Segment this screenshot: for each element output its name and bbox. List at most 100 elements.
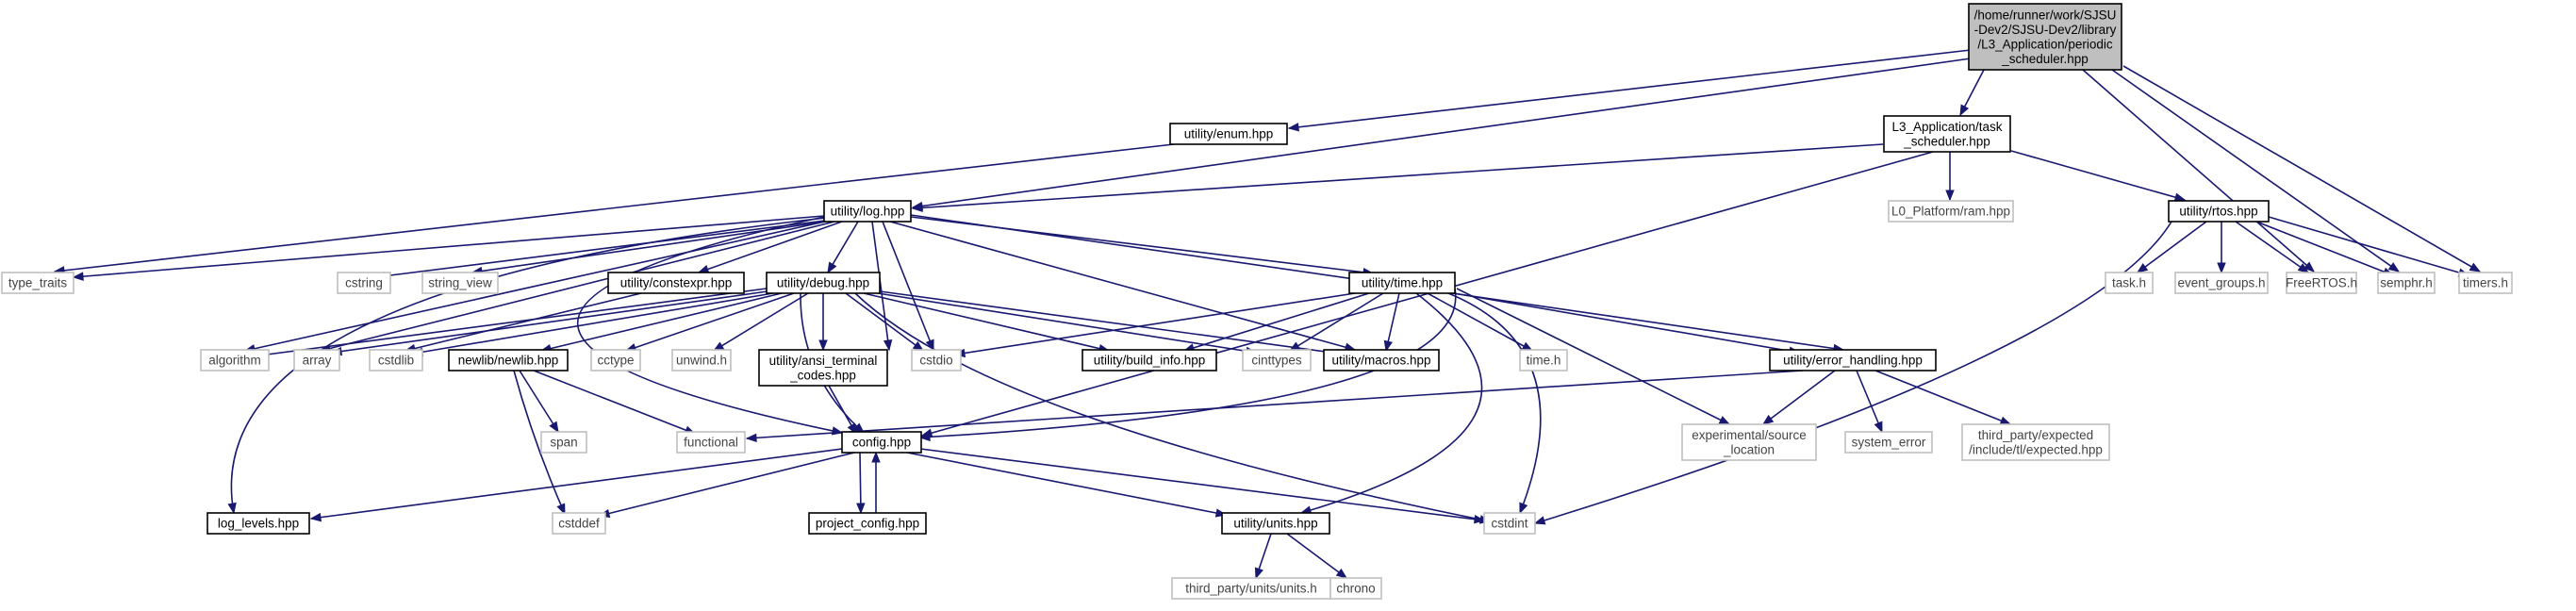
edge-log-to-ansi bbox=[871, 221, 893, 352]
edge-log-to-log_levels bbox=[227, 217, 827, 515]
node-label: log_levels.hpp bbox=[218, 517, 299, 531]
node-label: utility/build_info.hpp bbox=[1094, 354, 1206, 368]
node-build-info[interactable]: utility/build_info.hpp bbox=[1082, 349, 1217, 372]
node-time[interactable]: utility/time.hpp bbox=[1348, 272, 1456, 294]
node-constexpr[interactable]: utility/constexpr.hpp bbox=[607, 272, 745, 294]
node-label: cstddef bbox=[558, 517, 600, 531]
node-label: cctype bbox=[597, 354, 634, 368]
node-cstddef: cstddef bbox=[552, 512, 606, 535]
node-label: algorithm bbox=[208, 354, 261, 368]
edge-newlib-to-span bbox=[519, 370, 559, 434]
node-debug[interactable]: utility/debug.hpp bbox=[766, 272, 881, 294]
node-string-view: string_view bbox=[421, 272, 499, 294]
edge-time-to-macros bbox=[1383, 292, 1400, 353]
node-label: array bbox=[303, 354, 332, 368]
edge-time-to-cinttypes bbox=[1288, 292, 1384, 352]
node-enum[interactable]: utility/enum.hpp bbox=[1169, 123, 1288, 145]
node-label: config.hpp bbox=[852, 436, 911, 450]
edge-time-to-error_handling bbox=[1453, 292, 1801, 355]
node-label: utility/constexpr.hpp bbox=[620, 276, 733, 290]
node-label: type_traits bbox=[8, 276, 68, 290]
node-label: L3_Application/task bbox=[1891, 120, 2002, 134]
edge-constexpr-to-cstdlib bbox=[404, 292, 642, 354]
edge-error_handling-to-functional bbox=[745, 370, 1804, 443]
node-label: -Dev2/SJSU-Dev2/library bbox=[1974, 23, 2117, 37]
edge-time-to-build_info bbox=[1182, 292, 1370, 353]
node-label: chrono bbox=[1336, 582, 1375, 596]
edge-debug-to-unwind bbox=[712, 292, 809, 352]
edge-debug-to-cctype bbox=[624, 292, 795, 353]
edge-log-to-type_traits bbox=[72, 215, 825, 281]
node-label: unwind.h bbox=[676, 354, 727, 368]
edge-main-to-semphr bbox=[2111, 69, 2401, 272]
node-log[interactable]: utility/log.hpp bbox=[823, 200, 912, 223]
node-label: /home/runner/work/SJSU bbox=[1974, 8, 2117, 22]
node-project-config[interactable]: project_config.hpp bbox=[808, 512, 927, 535]
node-label: cstdlib bbox=[378, 354, 414, 368]
node-cctype: cctype bbox=[590, 349, 641, 372]
node-label: span bbox=[550, 436, 577, 450]
node-label: utility/ansi_terminal bbox=[769, 354, 878, 368]
node-label: timers.h bbox=[2463, 276, 2508, 290]
node-label: experimental/source bbox=[1692, 428, 1807, 442]
node-semphr: semphr.h bbox=[2377, 272, 2436, 294]
node-label: L0_Platform/ram.hpp bbox=[1891, 205, 2010, 219]
node-macros[interactable]: utility/macros.hpp bbox=[1323, 349, 1440, 372]
node-label: third_party/units/units.h bbox=[1185, 582, 1317, 596]
node-newlib[interactable]: newlib/newlib.hpp bbox=[448, 349, 569, 372]
edge-log-to-array bbox=[319, 221, 835, 354]
node-label: _scheduler.hpp bbox=[1903, 134, 1990, 148]
node-log-levels[interactable]: log_levels.hpp bbox=[206, 512, 310, 535]
node-ansi[interactable]: utility/ansi_terminal_codes.hpp bbox=[758, 349, 888, 387]
node-label: cstdio bbox=[919, 354, 952, 368]
edge-time-to-config bbox=[918, 288, 1457, 442]
edge-time-to-cstdint bbox=[1447, 292, 1542, 515]
node-task-scheduler[interactable]: L3_Application/task_scheduler.hpp bbox=[1883, 115, 2011, 153]
node-algorithm: algorithm bbox=[200, 349, 270, 372]
edge-log-to-cstdio bbox=[882, 221, 934, 352]
node-type-traits: type_traits bbox=[1, 272, 74, 294]
edge-rtos-to-freertos bbox=[2235, 221, 2310, 273]
edge-rtos-to-task_h bbox=[2136, 221, 2207, 273]
node-config[interactable]: config.hpp bbox=[841, 431, 922, 454]
node-cstdio: cstdio bbox=[911, 349, 962, 372]
node-task-h: task.h bbox=[2105, 272, 2154, 294]
node-label: /include/tl/expected.hpp bbox=[1969, 442, 2103, 456]
edge-config-to-units bbox=[906, 452, 1228, 518]
node-label: _scheduler.hpp bbox=[2001, 52, 2089, 66]
edge-task_scheduler-to-rtos bbox=[2010, 150, 2187, 202]
edge-debug-to-build_info bbox=[863, 292, 1111, 354]
node-units[interactable]: utility/units.hpp bbox=[1221, 512, 1330, 535]
edge-log-to-debug bbox=[827, 221, 859, 274]
node-chrono: chrono bbox=[1329, 577, 1382, 600]
node-label: task.h bbox=[2112, 276, 2146, 290]
node-label: system_error bbox=[1852, 436, 1926, 450]
node-label: project_config.hpp bbox=[816, 517, 919, 531]
node-span: span bbox=[540, 431, 587, 454]
edge-time-to-exp_source bbox=[1456, 288, 1731, 425]
edge-enum-to-type_traits bbox=[53, 143, 1175, 275]
node-expected: third_party/expected/include/tl/expected… bbox=[1961, 423, 2110, 461]
edge-rtos-to-timers bbox=[2268, 216, 2470, 277]
edge-newlib-to-functional bbox=[533, 370, 697, 435]
edge-config-to-log_levels bbox=[309, 448, 843, 522]
edge-debug-to-macros bbox=[879, 290, 1348, 358]
node-label: /L3_Application/periodic bbox=[1977, 37, 2113, 51]
node-main[interactable]: /home/runner/work/SJSU-Dev2/SJSU-Dev2/li… bbox=[1968, 3, 2122, 71]
node-error-handling[interactable]: utility/error_handling.hpp bbox=[1769, 349, 1937, 372]
edge-error_handling-to-system_error bbox=[1856, 370, 1883, 434]
node-label: cstdint bbox=[1491, 517, 1527, 531]
edge-units-to-chrono bbox=[1286, 533, 1348, 579]
node-timers: timers.h bbox=[2458, 272, 2513, 294]
node-system-error: system_error bbox=[1844, 431, 1933, 454]
edge-ansi-to-config bbox=[828, 385, 857, 436]
edge-rtos-to-cstdint bbox=[1533, 221, 2172, 525]
edge-config-to-cstddef bbox=[598, 452, 855, 519]
edge-rtos-to-semphr bbox=[2255, 221, 2395, 276]
node-rtos[interactable]: utility/rtos.hpp bbox=[2168, 200, 2270, 223]
node-array: array bbox=[293, 349, 340, 372]
edge-config-to-project_config bbox=[856, 452, 866, 515]
node-label: event_groups.h bbox=[2177, 276, 2265, 290]
edge-rtos-to-event_groups bbox=[2217, 222, 2226, 274]
